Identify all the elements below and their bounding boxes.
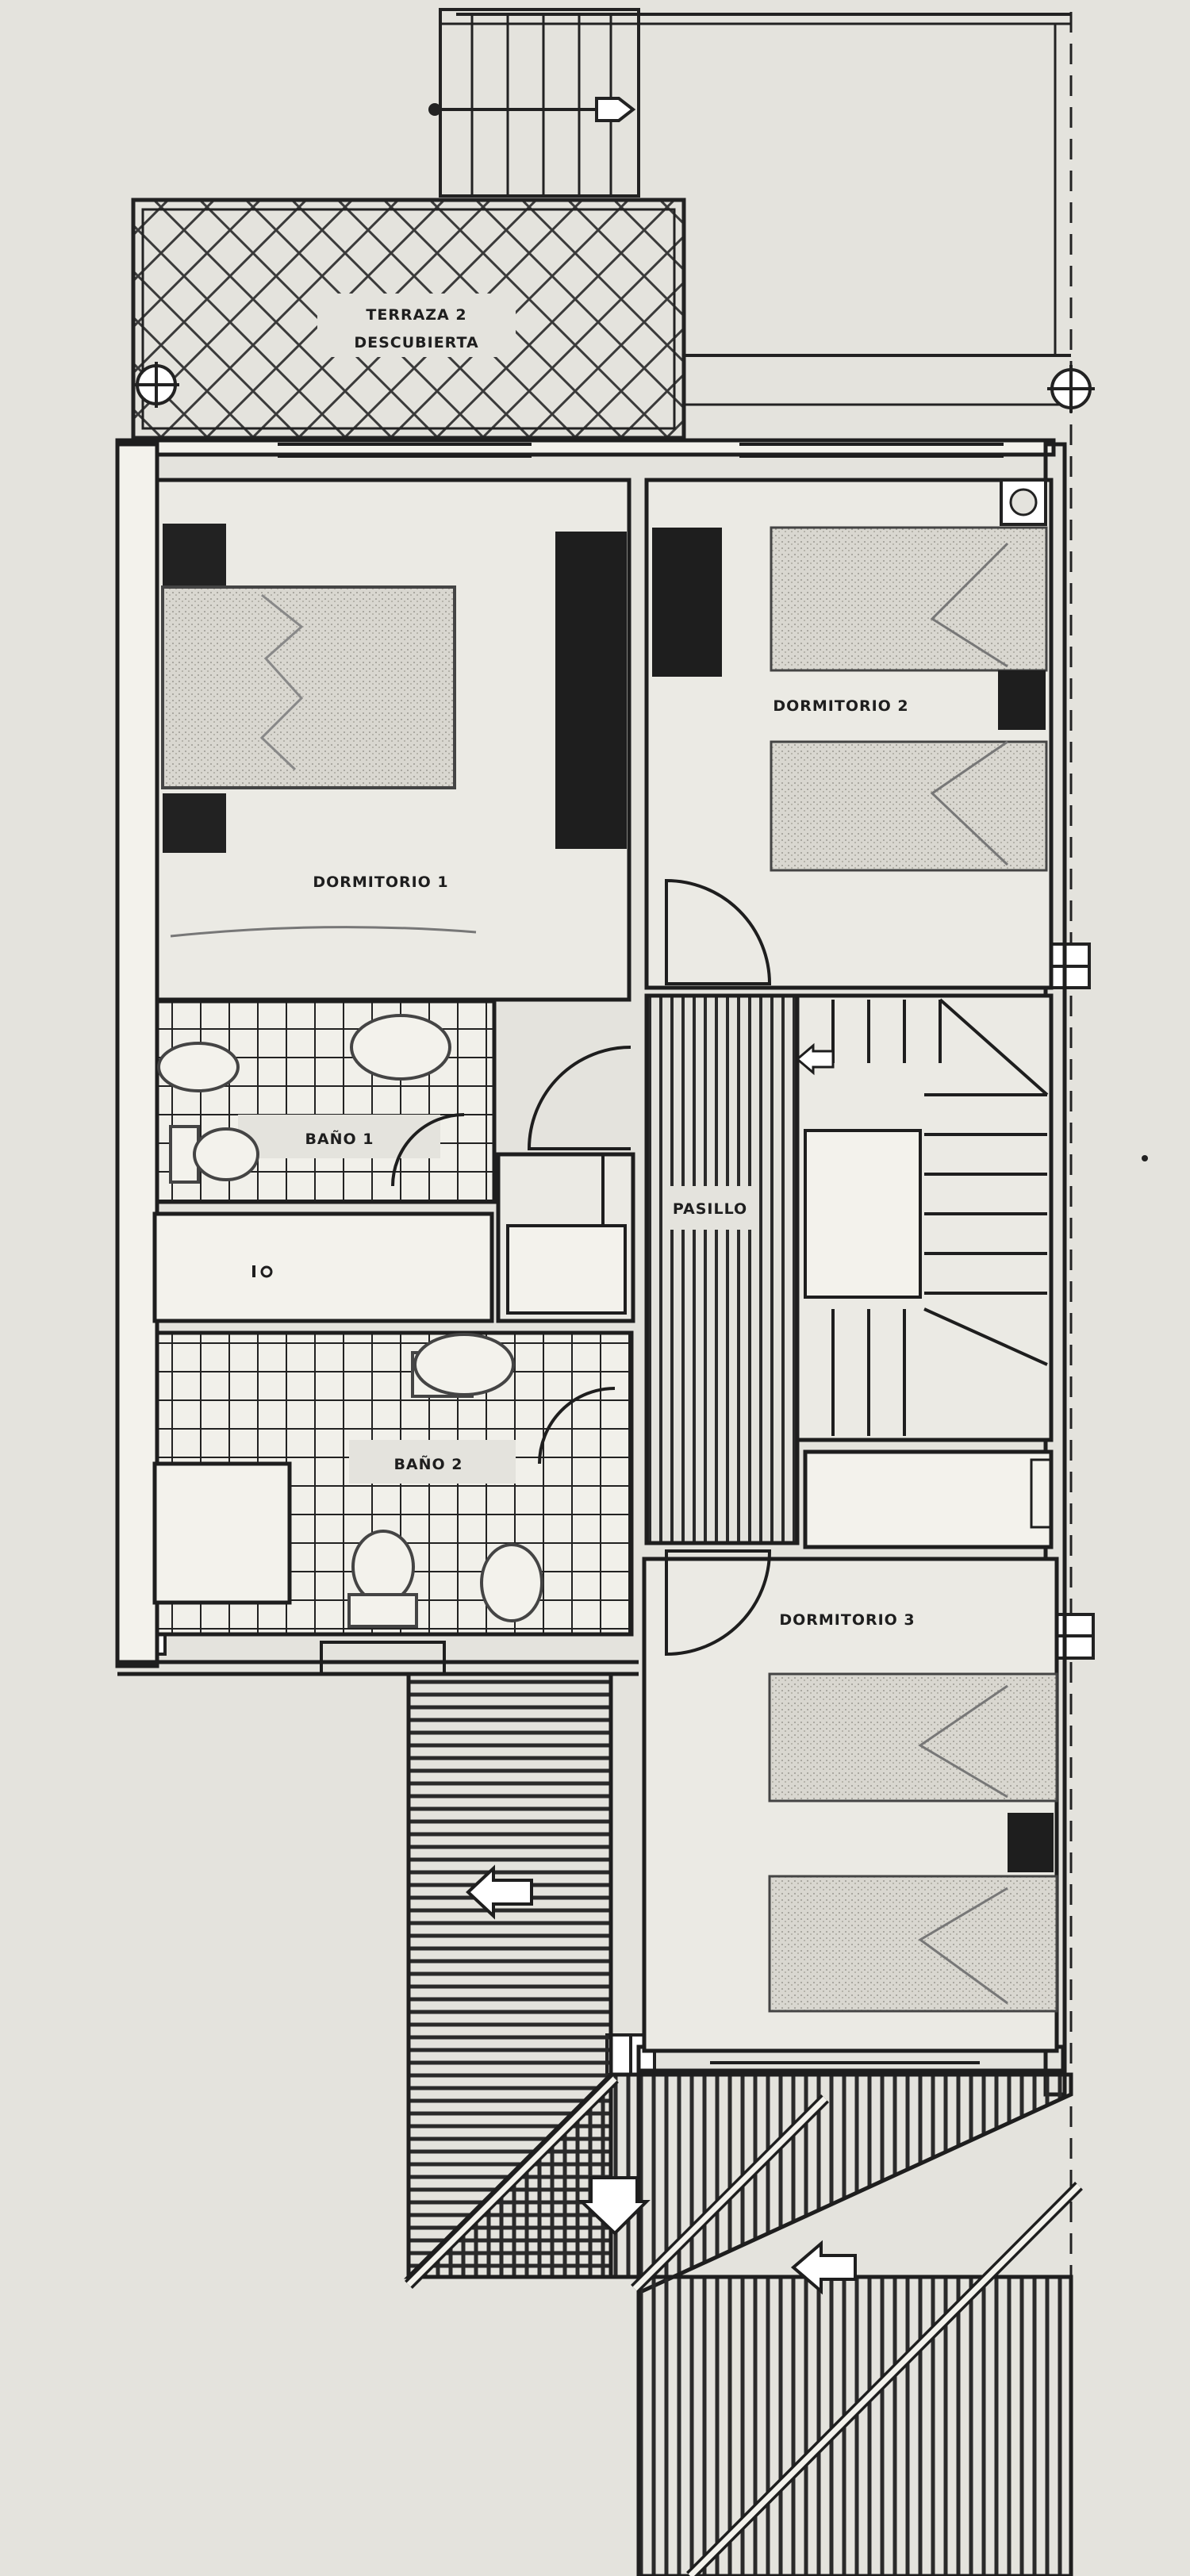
room-label-dormitorio-3: DORMITORIO 3	[779, 1611, 915, 1629]
door-swing-icon	[665, 1549, 772, 1657]
room-label-terraza-line2: DESCUBIERTA	[354, 334, 478, 351]
room-label-bano-2: BAÑO 2	[393, 1454, 463, 1473]
room-label-pasillo: PASILLO	[673, 1200, 747, 1218]
boundary-lines	[440, 12, 1073, 2563]
room-label-bano-1: BAÑO 1	[305, 1129, 374, 1148]
room-label-terraza-line1: TERRAZA 2	[366, 306, 466, 324]
exterior-walls	[115, 438, 1067, 2097]
column-marker-icon	[133, 362, 179, 408]
stair-arrow-icon	[795, 1042, 835, 1076]
room-label-dormitorio-2: DORMITORIO 2	[773, 697, 908, 715]
dormitorio-1: DORMITORIO 1	[155, 478, 631, 1150]
dormitorio-3: DORMITORIO 3	[642, 1549, 1059, 2053]
slope-arrow-icon	[466, 1864, 533, 1920]
column-marker-icon	[1054, 1613, 1095, 1660]
bano-1: BAÑO 1	[152, 999, 497, 1323]
scan-speck	[1142, 1155, 1148, 1161]
slope-arrow-icon	[790, 2240, 857, 2295]
room-label-dormitorio-1: DORMITORIO 1	[313, 873, 448, 891]
dormitorio-2: DORMITORIO 2	[644, 478, 1054, 990]
terrace: TERRAZA 2 DESCUBIERTA	[131, 198, 686, 440]
stair-arrow-icon	[595, 97, 636, 122]
slope-arrow-icon	[578, 2176, 651, 2236]
entrance-stair	[428, 8, 640, 198]
bano-2: BAÑO 2	[152, 1330, 634, 1637]
column-marker-icon	[1047, 365, 1095, 413]
door-swing-icon	[665, 878, 772, 985]
interior-stair	[795, 993, 1054, 1549]
roof-slopes	[403, 1672, 1083, 2576]
door-swing-icon	[527, 1046, 631, 1150]
column-marker-icon	[1050, 942, 1091, 989]
linen-closet	[496, 1152, 635, 1323]
pasillo: PASILLO	[644, 993, 800, 1545]
